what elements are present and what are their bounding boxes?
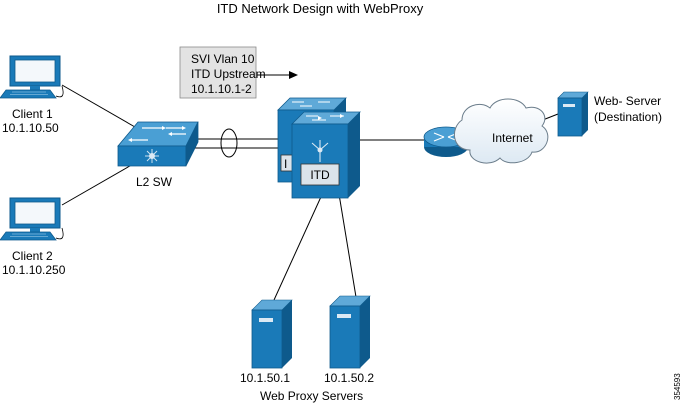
l2-switch-icon: [117, 121, 199, 167]
internet-label: Internet: [492, 131, 533, 145]
callout-box: SVI Vlan 10 ITD Upstream 10.1.10.1-2: [179, 46, 266, 99]
callout-line2: ITD Upstream: [191, 67, 266, 81]
proxy-group-label: Web Proxy Servers: [260, 389, 363, 403]
link-client2-switch: [61, 162, 136, 206]
itd-back-partial-label: I: [284, 157, 287, 171]
callout-arrowhead: [289, 71, 298, 79]
proxy1-ip: 10.1.50.1: [240, 371, 290, 385]
internet-cloud-icon: [454, 98, 549, 164]
proxy-server1-icon: [251, 299, 293, 369]
itd-label: ITD: [310, 168, 330, 182]
client1-ip: 10.1.10.50: [2, 121, 59, 135]
port-channel-ellipse: [220, 128, 238, 158]
link-itd-proxy2: [337, 187, 357, 298]
link-client1-switch: [61, 84, 136, 128]
itd-label-box: [300, 163, 340, 186]
client2-workstation-icon: [0, 197, 64, 241]
callout-line1: SVI Vlan 10: [191, 52, 255, 66]
connection-lines: [61, 71, 559, 301]
figure-id: 354593: [673, 373, 682, 400]
client2-ip: 10.1.10.250: [2, 263, 66, 277]
web-server-line2: (Destination): [594, 110, 662, 124]
client2-name: Client 2: [12, 249, 53, 263]
proxy-server2-icon: [329, 295, 371, 369]
l2-switch-label: L2 SW: [136, 175, 173, 189]
web-server-icon: [557, 91, 589, 137]
callout-line3: 10.1.10.1-2: [191, 82, 252, 96]
link-itd-proxy1: [273, 187, 326, 301]
client1-workstation-icon: [0, 55, 64, 99]
proxy2-ip: 10.1.50.2: [324, 371, 374, 385]
client1-name: Client 1: [12, 107, 53, 121]
diagram-title: ITD Network Design with WebProxy: [217, 1, 424, 16]
itd-switch-front-icon: ITD: [291, 111, 361, 199]
web-server-line1: Web- Server: [594, 94, 661, 108]
